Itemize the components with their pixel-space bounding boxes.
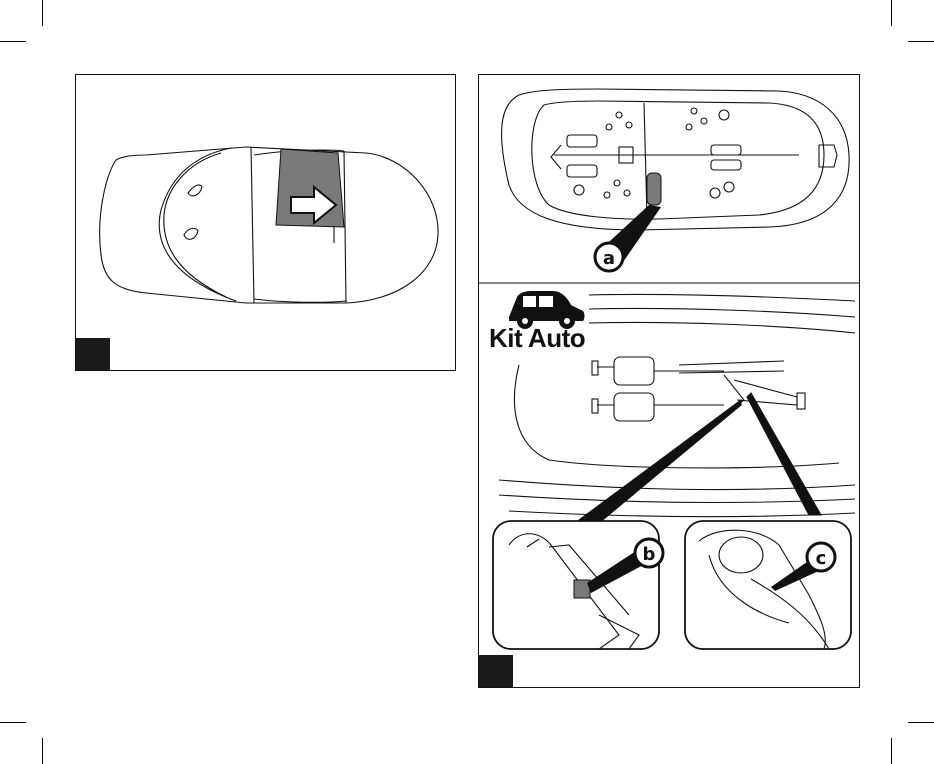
carrycot-illustration: a b c	[479, 75, 860, 688]
flap-highlight	[276, 149, 344, 227]
crop-mark-tr-h	[908, 41, 934, 42]
crop-mark-tl-v	[42, 0, 43, 26]
crop-mark-br-v	[891, 738, 892, 764]
crop-mark-bl-h	[0, 722, 26, 723]
crop-mark-bl-v	[42, 738, 43, 764]
label-a: a	[603, 248, 615, 269]
right-illustration-panel: a b c Kit Auto	[478, 74, 860, 688]
label-b: b	[643, 544, 656, 565]
crop-mark-br-h	[908, 722, 934, 723]
crop-mark-tr-v	[891, 0, 892, 26]
crop-mark-tl-h	[0, 41, 26, 42]
label-c: c	[816, 548, 827, 569]
step-number-box	[479, 655, 513, 687]
marker-a-highlight	[647, 173, 661, 205]
kit-title: Kit Auto	[489, 323, 585, 354]
cover-illustration	[76, 75, 456, 371]
step-number-box	[76, 338, 110, 370]
left-illustration-panel	[75, 74, 456, 371]
